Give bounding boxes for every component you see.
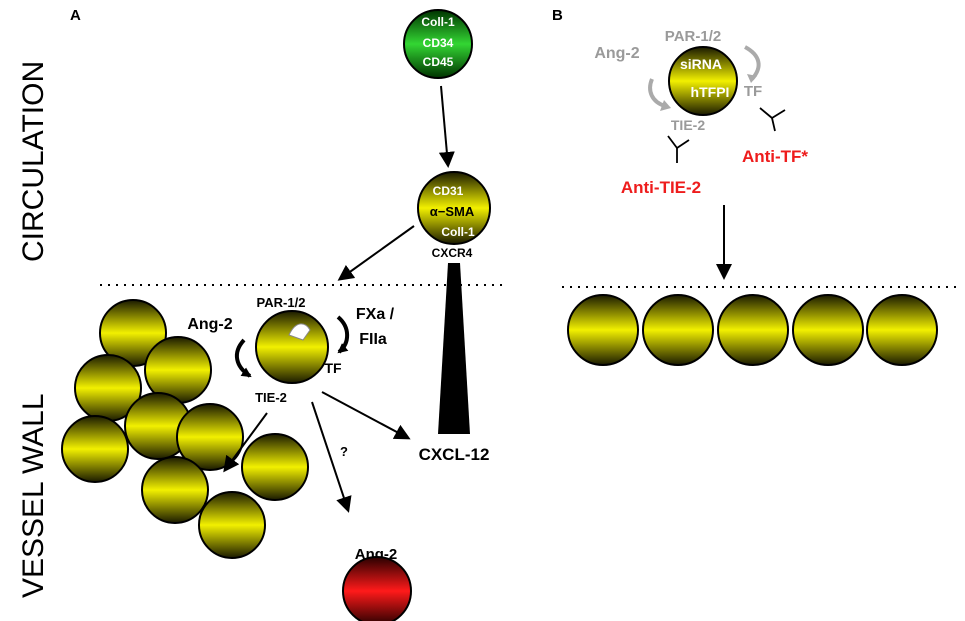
blocked-ang2-arrowhead [660,100,671,111]
progenitor-marker-cd45: CD45 [423,55,454,69]
panel-b-ang2-label: Ang-2 [594,45,639,62]
tf-par-cell: PAR-1/2 TF TIE-2 [255,295,342,405]
progenitor-marker-cd34: CD34 [423,36,454,50]
cluster-cell [61,415,129,483]
differentiated-marker-coll1: Coll-1 [441,225,475,239]
cxcl12-label: CXCL-12 [419,445,490,464]
differentiated-cell: CD31 α−SMA Coll-1 CXCR4 [417,171,491,260]
circulation-region-label: CIRCULATION [17,61,50,262]
fxa-binding-arrow [336,315,350,354]
arrow-to-cxcl12 [321,391,411,440]
blocked-ang2-arrow [648,78,666,108]
progenitor-marker-coll1: Coll-1 [421,15,455,29]
ang2-autocrine-label: Ang-2 [187,316,232,333]
ang2-binding-arrow [234,338,252,378]
cluster-cell [141,456,209,524]
cluster-cell [198,491,266,559]
treated-cell-htfpi-label: hTFPI [691,84,730,100]
anti-tf-label: Anti-TF* [742,147,808,166]
panel-b-tf-label: TF [744,83,762,100]
blocked-par-arrow [743,45,761,81]
panel-b-tie2-label: TIE-2 [671,117,705,133]
tf-label: TF [324,360,342,376]
arrow-differentiated-to-wall [337,225,415,281]
tie2-label: TIE-2 [255,390,287,405]
monolayer-cell [866,294,938,366]
unknown-pathway-question-mark: ? [340,444,348,459]
cxcl12-gradient-wedge [438,263,470,434]
monolayer-cell [717,294,789,366]
monolayer-cell [642,294,714,366]
anti-tf-antibody-icon [759,107,786,132]
monolayer-cells [567,294,938,366]
panel-b-par12-label: PAR-1/2 [665,28,721,45]
vessel-wall-region-label: VESSEL WALL [17,393,50,598]
fxa-label-line2: FIIa [359,331,387,348]
differentiated-marker-cd31: CD31 [433,184,464,198]
treated-cell-sirna-label: siRNA [680,56,722,72]
cluster-cell [241,433,309,501]
anti-tie2-label: Anti-TIE-2 [621,178,701,197]
blocked-par-arrowhead [747,74,757,83]
progenitor-cell: Coll-1 CD34 CD45 [403,9,473,79]
released-ang2-cell [342,556,412,621]
fxa-label-line1: FXa / [356,306,395,323]
anti-tie2-antibody-icon [667,135,690,163]
vessel-wall-cell-cluster [61,299,309,559]
arrow-to-ang2-release [311,401,352,513]
panel-a-label: A [70,7,81,24]
monolayer-cell [792,294,864,366]
par-activation-arrow [288,323,311,341]
differentiated-marker-asma: α−SMA [430,204,475,219]
monolayer-cell [567,294,639,366]
arrow-progenitor-to-differentiated [438,85,455,168]
treated-cell: siRNA hTFPI [668,46,738,116]
cluster-cell [176,403,244,471]
par12-label: PAR-1/2 [257,295,306,310]
cxcr4-label: CXCR4 [432,246,473,260]
panel-b-label: B [552,7,563,24]
arrow-to-cell-cluster [223,412,268,473]
